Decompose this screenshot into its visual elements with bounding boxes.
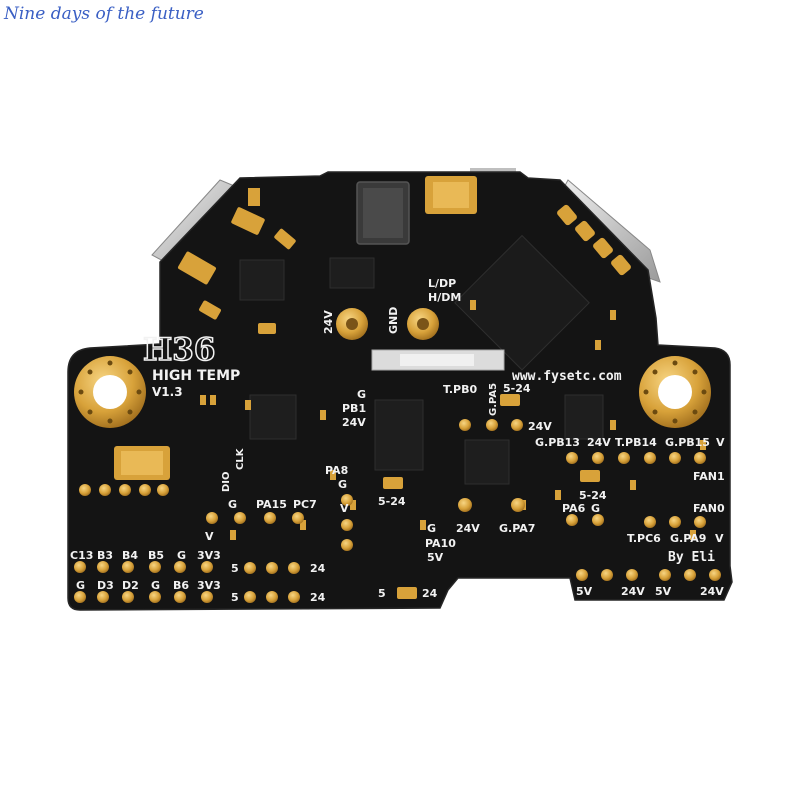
label-g-pa6: G	[591, 502, 600, 515]
row-c-start: 5	[378, 587, 386, 600]
label-ldp: L/DP	[428, 277, 456, 290]
row1-label: B5	[148, 549, 164, 562]
label-tpb0: T.PB0	[443, 383, 477, 396]
label-g-pa15: G	[228, 498, 237, 511]
label-v-fan0: V	[715, 532, 724, 545]
fan-pads-top-right	[557, 204, 631, 276]
silkscreen: H36 HIGH TEMP V1.3 www.fysetc.com By Eli…	[70, 277, 725, 604]
label-gpb15: G.PB15	[665, 436, 710, 449]
row-b-end: 24	[310, 591, 326, 604]
row1-label: B3	[97, 549, 113, 562]
label-dio: DIO	[221, 471, 232, 492]
label-gpa5: G.PA5	[488, 383, 499, 416]
small-smd-parts	[200, 300, 706, 599]
label-24v-right: 24V	[587, 436, 611, 449]
row2-label: D2	[122, 579, 139, 592]
label-clk: CLK	[235, 447, 246, 470]
label-g-pa10: G	[427, 522, 436, 535]
label-v-pa8: V	[340, 502, 349, 515]
label-pc7: PC7	[293, 498, 317, 511]
label-24v-pb1: 24V	[342, 416, 366, 429]
website-label: www.fysetc.com	[512, 369, 622, 384]
ribbon-connector	[371, 349, 505, 371]
label-g-pa8: G	[338, 478, 347, 491]
label-gpa7: G.PA7	[499, 522, 535, 535]
label-hdm: H/DM	[428, 291, 461, 304]
row-a-start: 5	[231, 562, 239, 575]
capacitors-top-left	[178, 188, 296, 320]
label-pa8: PA8	[325, 464, 348, 477]
bottom-right-label: 24V	[621, 585, 645, 598]
row2-label: G	[151, 579, 160, 592]
label-gpb13: G.PB13	[535, 436, 580, 449]
label-gpa9: G.PA9	[670, 532, 706, 545]
board-subtitle: HIGH TEMP	[152, 368, 240, 384]
ic-chips	[239, 257, 604, 485]
label-range-top: 5-24	[503, 382, 531, 395]
tvs-diode-top	[425, 176, 477, 214]
row-c-end: 24	[422, 587, 438, 600]
bottom-right-label: 24V	[700, 585, 724, 598]
label-gnd-top: GND	[387, 307, 400, 334]
label-tpb14: T.PB14	[615, 436, 657, 449]
row1-label: C13	[70, 549, 93, 562]
row2-label: D3	[97, 579, 114, 592]
row-a-end: 24	[310, 562, 326, 575]
watermark-text: Nine days of the future	[4, 4, 204, 24]
author-label: By Eli	[668, 550, 715, 565]
label-24v-top: 24V	[322, 310, 335, 334]
row1-label: G	[177, 549, 186, 562]
row-b-start: 5	[231, 591, 239, 604]
row2-label: B6	[173, 579, 189, 592]
label-range-right: 5-24	[579, 489, 607, 502]
label-pa15: PA15	[256, 498, 287, 511]
board-version: V1.3	[152, 385, 183, 399]
label-tpc6: T.PC6	[627, 532, 661, 545]
label-5v-pa10: 5V	[427, 551, 444, 564]
pin-header-pads	[74, 419, 721, 603]
label-pa10: PA10	[425, 537, 456, 550]
row2-label: 3V3	[197, 579, 221, 592]
board-model: H36	[143, 332, 215, 368]
label-24v-pa7: 24V	[456, 522, 480, 535]
mounting-hole-right	[639, 356, 711, 428]
label-g-pb1: G	[357, 388, 366, 401]
row1-label: 3V3	[197, 549, 221, 562]
label-pb1: PB1	[342, 402, 366, 415]
label-range-mid: 5-24	[378, 495, 406, 508]
label-v-left: V	[205, 530, 214, 543]
bottom-right-label: 5V	[655, 585, 672, 598]
label-fan1: FAN1	[693, 470, 725, 483]
row2-label: G	[76, 579, 85, 592]
tvs-diode-left	[114, 446, 170, 480]
bottom-right-label: 5V	[576, 585, 593, 598]
mcu-chip	[454, 234, 590, 371]
label-pa6: PA6	[562, 502, 586, 515]
label-v-pb15: V	[716, 436, 725, 449]
power-inductor	[356, 181, 410, 245]
label-fan0: FAN0	[693, 502, 725, 515]
mounting-hole-left	[74, 356, 146, 428]
row1-label: B4	[122, 549, 138, 562]
power-pads	[336, 308, 439, 340]
label-24v-pa5: 24V	[528, 420, 552, 433]
